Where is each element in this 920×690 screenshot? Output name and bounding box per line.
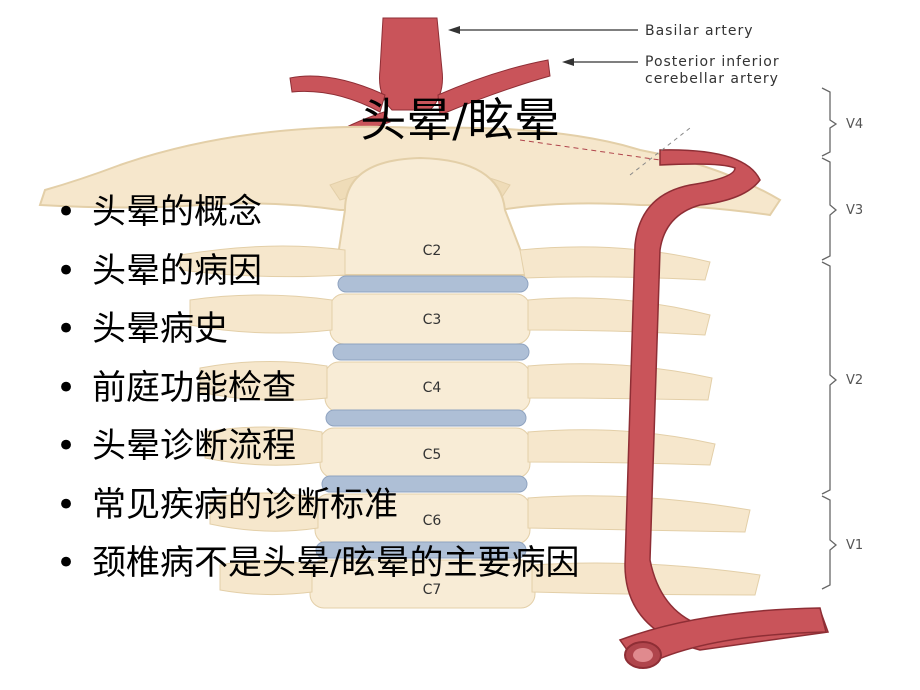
bullet-text: 头晕的病因 bbox=[92, 250, 262, 291]
pica-arrowhead bbox=[562, 58, 574, 66]
bracket-v4 bbox=[821, 87, 838, 157]
bullet-marker: • bbox=[56, 367, 77, 408]
c4-wing-right bbox=[527, 363, 713, 401]
bullet-text: 颈椎病不是头晕/眩晕的主要病因 bbox=[92, 543, 580, 583]
vertebral-artery bbox=[624, 149, 830, 651]
artery-lumen bbox=[633, 648, 653, 662]
bullet-marker: • bbox=[56, 192, 77, 232]
pica-label-line1: Posterior inferior bbox=[645, 54, 780, 70]
disc-c3-c4 bbox=[332, 343, 530, 361]
c5-wing-right bbox=[527, 429, 716, 466]
bracket-v2 bbox=[821, 261, 838, 495]
bullet-item: • 常见疾病的诊断标准 bbox=[56, 476, 579, 535]
bullet-marker: • bbox=[56, 250, 77, 291]
vertebra-label-c3: C3 bbox=[423, 312, 442, 328]
disc-c2-c3 bbox=[337, 275, 529, 293]
bullet-item: • 头晕病史 bbox=[56, 300, 579, 359]
pica-left-branch bbox=[289, 75, 386, 113]
segment-label-v2: V2 bbox=[846, 373, 863, 388]
pica-label-line2: cerebellar artery bbox=[645, 71, 779, 87]
bullet-text: 常见疾病的诊断标准 bbox=[92, 484, 398, 525]
c7-wing-left bbox=[219, 560, 313, 596]
c3-wing-right bbox=[527, 297, 711, 336]
c6-wing-left bbox=[209, 492, 319, 532]
vertebra-label-c2: C2 bbox=[423, 243, 442, 259]
vertebra-label-c4: C4 bbox=[423, 380, 442, 396]
basilar-artery bbox=[379, 17, 443, 111]
disc-c5-c6 bbox=[321, 475, 528, 493]
c2-wing-right bbox=[519, 246, 711, 281]
bullet-item: • 头晕的概念 bbox=[56, 183, 579, 242]
c4-wing-left bbox=[199, 360, 328, 401]
segment-label-v1: V1 bbox=[846, 538, 863, 553]
bullet-item: • 前庭功能检查 bbox=[56, 359, 579, 418]
disc-c4-c5 bbox=[325, 409, 527, 427]
vertebra-label-c5: C5 bbox=[423, 447, 442, 463]
segment-label-v4: V4 bbox=[846, 117, 863, 132]
bracket-v3 bbox=[821, 157, 838, 261]
basilar-label: Basilar artery bbox=[645, 23, 754, 39]
c5-wing-left bbox=[204, 426, 323, 466]
bullet-text: 头晕的概念 bbox=[92, 192, 262, 232]
bullet-marker: • bbox=[56, 543, 77, 583]
c2-wing-left bbox=[179, 245, 346, 278]
bullet-text: 头晕诊断流程 bbox=[92, 426, 296, 466]
subclavian-stub bbox=[618, 607, 827, 669]
bullet-item: • 头晕诊断流程 bbox=[56, 417, 579, 476]
vertebra-label-c6: C6 bbox=[423, 513, 442, 529]
bullet-marker: • bbox=[56, 426, 77, 466]
basilar-arrowhead bbox=[448, 26, 460, 34]
bullet-marker: • bbox=[56, 309, 77, 349]
disc-c6-c7 bbox=[315, 541, 527, 559]
bullet-text: 前庭功能检查 bbox=[92, 367, 296, 408]
c3-wing-left bbox=[189, 294, 333, 334]
bullet-text: 头晕病史 bbox=[92, 309, 228, 349]
pica-right-branch bbox=[437, 59, 551, 116]
dashed-path bbox=[519, 139, 661, 161]
bullet-item: • 颈椎病不是头晕/眩晕的主要病因 bbox=[56, 534, 579, 593]
bracket-v1 bbox=[821, 495, 838, 590]
bullet-list: • 头晕的概念 • 头晕的病因 • 头晕病史 • 前庭功能检查 • 头晕诊断流程 • 常见疾… bbox=[56, 183, 579, 593]
vertebra-label-c7: C7 bbox=[423, 582, 442, 598]
axis-c2 bbox=[333, 156, 532, 276]
bullet-item: • 头晕的病因 bbox=[56, 242, 579, 301]
segment-label-v3: V3 bbox=[846, 203, 863, 218]
slide-title: 头晕/眩晕 bbox=[360, 93, 560, 147]
bullet-marker: • bbox=[56, 484, 77, 525]
